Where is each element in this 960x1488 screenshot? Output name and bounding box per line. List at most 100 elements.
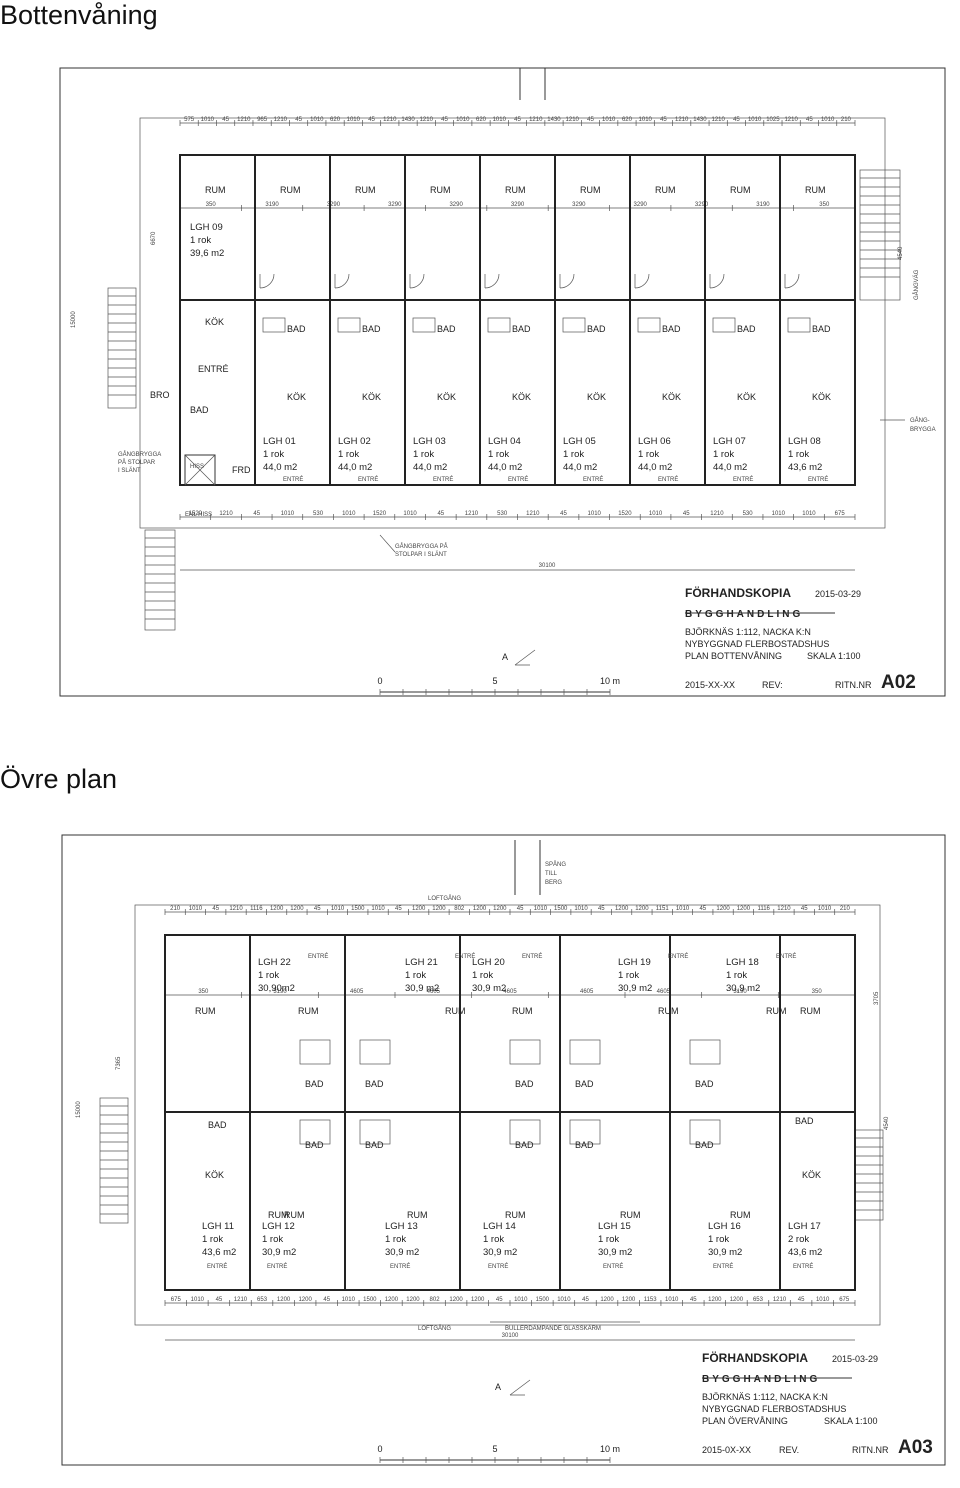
top-dimension-value: 1116 [250,906,263,912]
side-dimension: 4540 [898,246,904,260]
apartment-name: LGH 22 [258,957,291,968]
bottom-dimension-value: 1010 [665,1297,679,1303]
room-label-rum: RUM [580,185,601,195]
apartment-rooms: 1 rok [638,449,659,460]
top-dimension-value: 45 [587,117,594,123]
section-heading-ground-floor: Bottenvåning [0,0,158,30]
top-dimension-value: 1151 [656,906,670,912]
bottom-dimension-value: 653 [753,1297,764,1303]
bottom-dimension-value: 653 [257,1297,268,1303]
top-dimension-value: 1200 [432,906,446,912]
room-dimension-value: 3290 [634,202,648,208]
apartment-area: 30,9 m2 [708,1247,742,1258]
section-mark: A [502,652,508,662]
room-label-rum: RUM [730,1210,751,1220]
bottom-dimension-value: 530 [313,511,324,517]
bottom-dimension-value: 1210 [773,1297,787,1303]
top-dimension-value: 1025 [766,117,780,123]
apartment-rooms: 1 rok [385,1234,406,1245]
title-drawing-number: A02 [881,672,916,693]
top-dimension-value: 1010 [493,117,507,123]
label-gangbrygga-bottom: STOLPAR I SLÄNT [395,551,447,558]
bottom-dimension-value: 675 [835,511,846,517]
top-dimension-value: 1210 [420,117,434,123]
room-label-bad: BAD [365,1140,384,1150]
top-dimension-value: 1210 [383,117,397,123]
bottom-dimension-value: 1200 [449,1297,463,1303]
bottom-dimension-value: 1010 [816,1297,830,1303]
room-dimension-value: 3190 [265,202,279,208]
room-label-bad: BAD [812,324,831,334]
top-dimension-value: 1010 [456,117,470,123]
bottom-dimension-value: 1500 [536,1297,550,1303]
top-dimension-value: 1200 [270,906,284,912]
room-label-kok: KÖK [587,392,606,402]
top-dimension-value: 1210 [675,117,689,123]
bottom-dimension-value: 802 [430,1297,441,1303]
room-label-entre: ENTRÉ [267,1263,287,1270]
bottom-dimension-value: 530 [743,511,754,517]
top-dimension-value: 1010 [748,117,762,123]
label-gangbrygga-left: PÅ STOLPAR [118,459,156,466]
section-arrow [509,1379,531,1396]
apartment-name: LGH 01 [263,436,296,447]
apartment-name: LGH 07 [713,436,746,447]
bathroom-fixture [487,317,511,333]
room-label-bad: BAD [662,324,681,334]
room-dimension-value: 3290 [449,202,463,208]
room-label-kok: KÖK [437,392,456,402]
top-dimension-value: 1010 [821,117,835,123]
apartment-name: LGH 05 [563,436,596,447]
scale-bar-label-10: 10 m [600,676,620,686]
apartment-area: 44,0 m2 [338,462,372,473]
apartment-rooms: 1 rok [708,1234,729,1245]
top-dimension-value: 1010 [201,117,215,123]
bottom-dimension-value: 1200 [730,1297,744,1303]
bottom-dimension-value: 1520 [189,511,203,517]
label-frd: FRD [232,465,251,475]
door-swing [559,273,575,289]
apartment-name: LGH 09 [190,222,223,233]
apartment-area: 44,0 m2 [413,462,447,473]
apartment-area: 30,9 m2 [385,1247,419,1258]
bottom-dimension-value: 1500 [363,1297,377,1303]
bathroom-fixture [689,1119,721,1145]
bottom-dimension-value: 45 [582,1297,589,1303]
apartment-rooms: 2 rok [788,1234,809,1245]
apartment-area: 44,0 m2 [488,462,522,473]
bottom-dimension-value: 675 [839,1297,850,1303]
room-label-entre: ENTRÉ [808,476,828,483]
room-label-rum: RUM [805,185,826,195]
bottom-dimension-value: 45 [690,1297,697,1303]
apartment-rooms: 1 rok [258,970,279,981]
bottom-dimension-value: 45 [437,511,444,517]
apartment-rooms: 1 rok [788,449,809,460]
room-label-entre: ENTRÉ [508,476,528,483]
bottom-dimension-value: 1010 [342,511,356,517]
apartment-name: LGH 21 [405,957,438,968]
bottom-dimension-value: 1010 [588,511,602,517]
apartment-name: LGH 13 [385,1221,418,1232]
total-width-value: 30100 [502,1333,519,1339]
apartment-name: LGH 04 [488,436,521,447]
label-loftgang-bottom: LOFTGÅNG [418,1325,451,1332]
bottom-dimension-value: 1210 [710,511,724,517]
bottom-dimension-value: 1200 [385,1297,399,1303]
room-label-bad: BAD [365,1079,384,1089]
apartment-rooms: 1 rok [413,449,434,460]
label-enl-hiss: ENL HISS [185,512,212,518]
label-bro: BRO [150,390,170,400]
top-dimension-value: 1210 [229,906,243,912]
room-label-entre: ENTRÉ [198,364,229,374]
room-label-kok: KÖK [812,392,831,402]
label-gangbrygga-right: GÅNG- [910,417,930,424]
top-dimension-value: 1200 [716,906,730,912]
bottom-dimension-value: 1200 [708,1297,722,1303]
apartment-rooms: 1 rok [563,449,584,460]
room-label-bad: BAD [512,324,531,334]
room-label-bad: BAD [575,1079,594,1089]
bottom-dimension-value: 1210 [234,1297,248,1303]
bottom-dimension-value: 1010 [191,1297,205,1303]
top-dimension-value: 45 [806,117,813,123]
top-dimension-value: 1010 [371,906,385,912]
